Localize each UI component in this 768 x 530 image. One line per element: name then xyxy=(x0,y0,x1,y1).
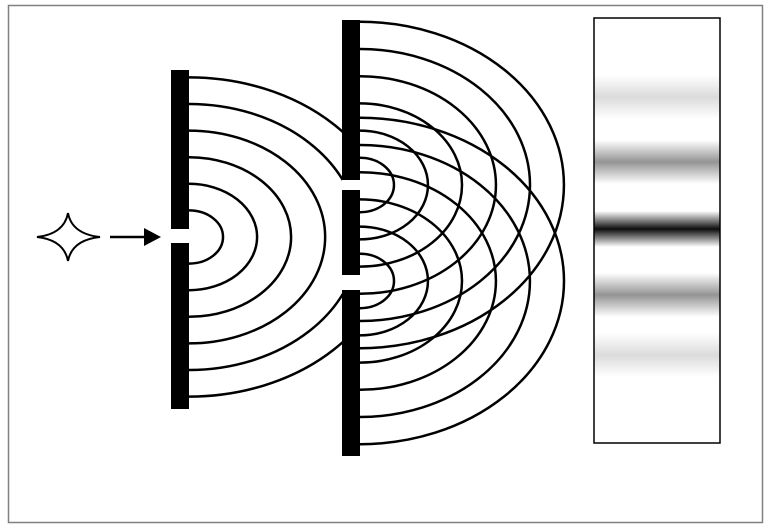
wavefront-arc xyxy=(359,170,498,392)
wavefront-arc xyxy=(189,209,225,265)
wavefront-arc xyxy=(359,156,396,214)
wavefront-arc xyxy=(359,47,532,323)
double-slit-wavefronts xyxy=(359,20,566,446)
wavefront-arc xyxy=(359,225,430,337)
wavefront-arc xyxy=(359,74,498,296)
wavefront-arc xyxy=(189,76,342,398)
detection-screen xyxy=(593,17,721,444)
wavefront-arc xyxy=(359,252,396,310)
double-slit-barrier-bottom xyxy=(342,290,360,456)
double-slit-barrier-middle xyxy=(342,190,360,275)
wavefront-arc xyxy=(189,155,293,319)
wavefront-arc xyxy=(359,198,464,364)
wavefront-arc xyxy=(359,129,430,241)
wavefront-arc xyxy=(189,129,327,345)
arrow-icon xyxy=(110,228,161,246)
wavefront-arc xyxy=(189,182,259,292)
single-slit-barrier-bottom xyxy=(171,243,189,409)
wavefront-arc xyxy=(189,102,342,372)
wavefront-arc xyxy=(359,20,566,350)
single-slit-barrier-top xyxy=(171,70,189,229)
single-slit-wavefronts xyxy=(189,76,342,398)
wavefront-arc xyxy=(359,102,464,268)
wavefront-arc xyxy=(359,116,566,446)
light-source-star-icon xyxy=(36,212,101,262)
double-slit-barrier-top xyxy=(342,20,360,180)
wavefront-arc xyxy=(359,143,532,419)
